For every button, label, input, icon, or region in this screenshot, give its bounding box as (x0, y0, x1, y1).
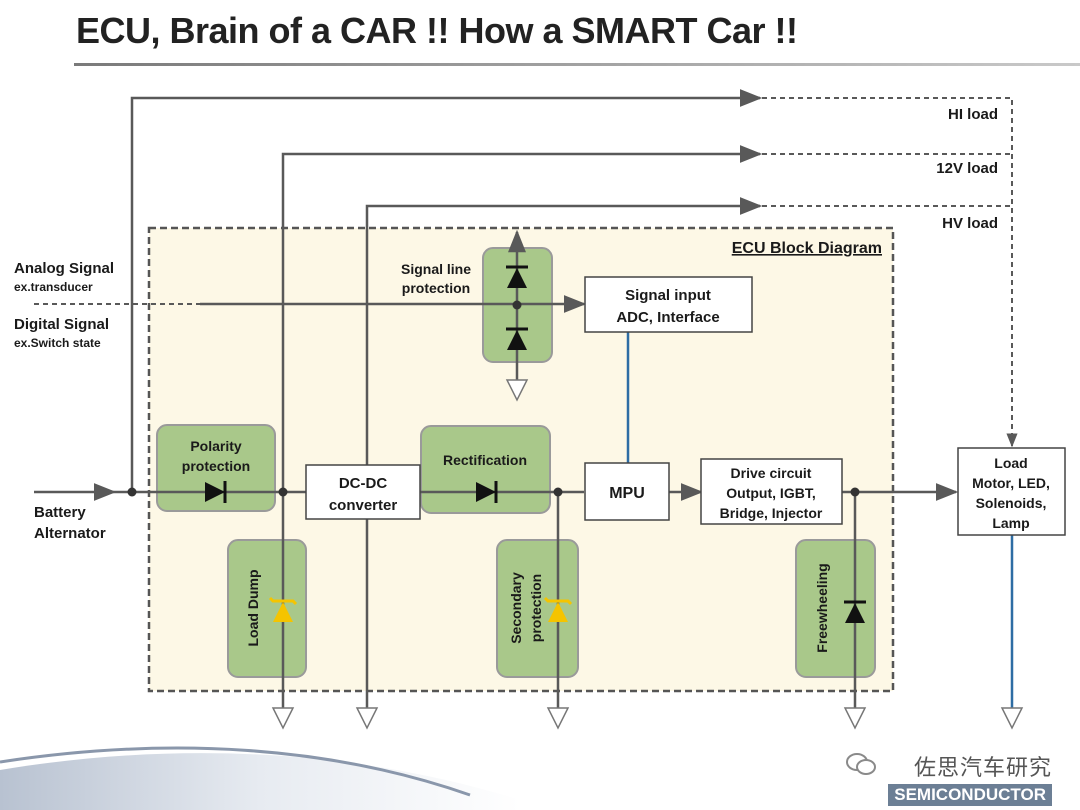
analog-signal-sub: ex.transducer (14, 280, 93, 294)
drive-circuit-block (700, 458, 843, 525)
battery-label: Battery (34, 504, 86, 521)
load-block (957, 447, 1066, 536)
ground-icon (843, 707, 867, 730)
analog-signal-label: Analog Signal (14, 260, 114, 277)
page-title: ECU, Brain of a CAR !! How a SMART Car !… (76, 10, 798, 51)
secondary-label: Secondary (508, 572, 524, 644)
adc-interface-label: ADC, Interface (616, 309, 719, 326)
ground-icon (271, 707, 295, 730)
brand-name: SEMICONDUCTOR (888, 784, 1052, 806)
ground-icon (546, 707, 570, 730)
hv-load-line (365, 197, 763, 465)
ecu-block-title: ECU Block Diagram (732, 240, 882, 257)
load-solenoids-label: Solenoids, (976, 495, 1047, 511)
signal-line-label: Signal line (401, 261, 471, 277)
rectification-diode-icon (476, 481, 498, 503)
12v-load-line (281, 145, 763, 492)
converter-label: converter (329, 497, 398, 514)
dcdc-converter-block (305, 464, 421, 520)
load-title-label: Load (994, 455, 1027, 471)
digital-signal-label: Digital Signal (14, 316, 109, 333)
dcdc-label: DC-DC (339, 475, 387, 492)
chat-bubble-icon (846, 753, 876, 775)
12v-load-label: 12V load (936, 160, 998, 177)
signal-lower-diode-icon (506, 327, 528, 350)
freewheeling-diode-icon (844, 600, 866, 623)
hi-load-dashed (762, 97, 1018, 448)
signal-upper-diode-icon (506, 265, 528, 288)
polarity-label: Polarity (190, 438, 242, 454)
ground-icon (1000, 707, 1024, 730)
brand-cn: 佐思汽车研究 (913, 755, 1052, 780)
signal-line-protection-label: protection (402, 280, 470, 296)
protection-label: protection (182, 458, 250, 474)
freewheeling-label: Freewheeling (814, 563, 830, 652)
digital-signal-sub: ex.Switch state (14, 336, 101, 350)
hv-load-label: HV load (942, 215, 998, 232)
load-dump-label: Load Dump (245, 570, 261, 647)
polarity-diode-icon (205, 481, 227, 503)
load-dump-block (227, 539, 307, 678)
hi-load-label: HI load (948, 106, 998, 123)
ground-icon (355, 707, 379, 730)
signal-input-block (584, 276, 753, 333)
drive-circuit-label: Drive circuit (731, 465, 812, 481)
load-dump-zener-icon (268, 596, 298, 622)
signal-input-label: Signal input (625, 287, 711, 304)
mpu-label: MPU (609, 485, 645, 502)
mpu-block (584, 462, 670, 521)
drive-bridge-label: Bridge, Injector (720, 505, 823, 521)
title-divider (74, 63, 1080, 66)
hi-load-line (130, 89, 763, 492)
freewheeling-block (795, 539, 876, 678)
secondary-zener-icon (543, 596, 573, 622)
brand-watermark: 佐思汽车研究 SEMICONDUCTOR (888, 750, 1052, 806)
load-motor-label: Motor, LED, (972, 475, 1050, 491)
alternator-label: Alternator (34, 525, 106, 542)
ground-icon (505, 379, 529, 402)
rectification-label: Rectification (443, 452, 527, 468)
drive-output-label: Output, IGBT, (726, 485, 815, 501)
rectification-block (420, 425, 551, 514)
polarity-protection-block (156, 424, 276, 512)
load-lamp-label: Lamp (992, 515, 1029, 531)
secondary-protection-label: protection (528, 574, 544, 642)
